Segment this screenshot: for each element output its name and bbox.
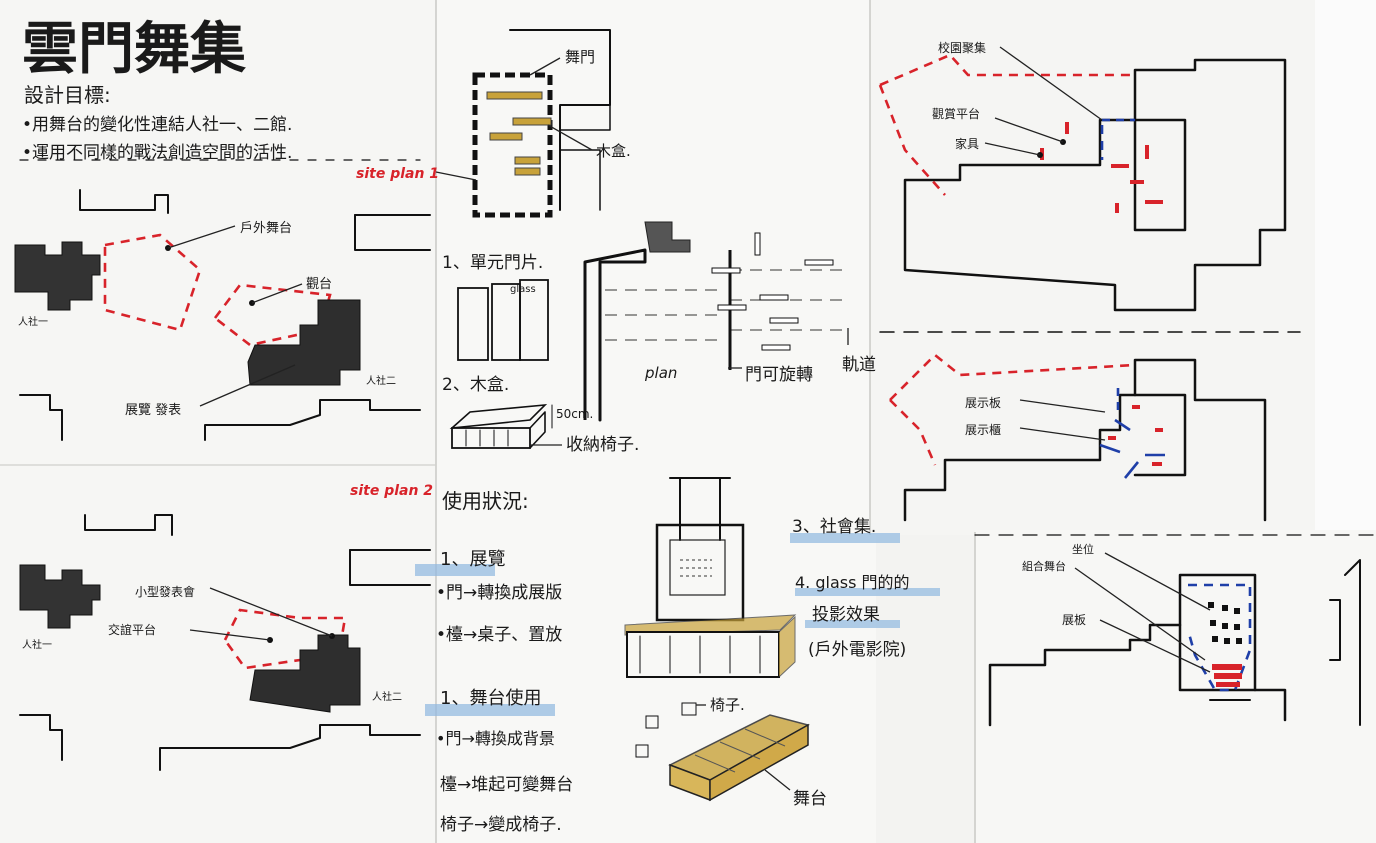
label-door-rotates: 門可旋轉: [745, 365, 813, 385]
note-item-4: 4. glass 門的的: [795, 573, 910, 592]
usage-exhibition-heading: 1、展覽: [440, 549, 505, 570]
item-wood-box: 2、木盒.: [442, 375, 509, 395]
right-diagram-bottom: 坐位 組合舞台 展板: [988, 542, 1361, 727]
center-sketches: 舞門 木盒. 1、單元門片. glass plan 門可旋轉 軌道: [415, 29, 940, 835]
goal-item-2: •運用不同樣的戰法創造空間的活性.: [22, 143, 292, 163]
usage-exhibition-line-1: •門→轉換成展版: [436, 583, 562, 603]
goals-heading: 設計目標:: [24, 83, 111, 107]
label-glass: glass: [510, 284, 536, 295]
item-door-panels: 1、單元門片.: [442, 253, 543, 273]
diagram-label-display-cabinet: 展示櫃: [965, 423, 1001, 437]
label-stage: 舞台: [793, 789, 827, 809]
annotation-social-platform: 交誼平台: [108, 622, 156, 637]
label-track: 軌道: [842, 355, 876, 375]
site-plan-2: site plan 2 小型發表會 交誼平台 人社一 人社二: [19, 483, 433, 771]
right-diagram-middle: 展示板 展示櫃: [889, 353, 1267, 522]
annotation-exhibition: 展覽 發表: [125, 403, 181, 418]
label-store-chairs: 收納椅子.: [566, 435, 639, 455]
page-title: 雲門舞集: [22, 17, 246, 82]
diagram-label-gathering: 校園聚集: [938, 40, 986, 55]
right-diagram-top: 校園聚集 觀賞平台 家具: [878, 40, 1287, 312]
goal-item-1: •用舞台的變化性連結人社一、二館.: [22, 115, 292, 135]
note-item-4b: 投影效果: [812, 605, 880, 625]
note-item-3: 3、社會集.: [792, 517, 876, 537]
label-50cm: 50cm.: [556, 407, 593, 421]
site-plan-2-label: site plan 2: [350, 483, 433, 499]
diagram-label-seats: 坐位: [1072, 542, 1094, 556]
annotation-small-presentation: 小型發表會: [135, 584, 195, 599]
usage-stage-line-1: •門→轉換成背景: [436, 729, 555, 748]
usage-stage-line-2: 檯→堆起可變舞台: [440, 775, 573, 795]
diagram-label-furniture: 家具: [955, 136, 979, 151]
label-dance-door: 舞門: [565, 48, 595, 66]
annotation-building-1b: 人社一: [22, 638, 52, 651]
diagram-label-viewing: 觀賞平台: [932, 106, 980, 121]
annotation-building-2: 人社二: [366, 374, 396, 387]
note-item-4c: (戶外電影院): [808, 640, 906, 660]
annotation-building-2b: 人社二: [372, 690, 402, 703]
annotation-viewing-deck: 觀台: [306, 277, 332, 292]
usage-stage-line-3: 椅子→變成椅子.: [440, 815, 562, 835]
usage-stage-heading: 1、舞台使用: [440, 688, 541, 709]
diagram-label-exhibit-board: 展板: [1062, 613, 1086, 627]
annotation-building-1: 人社一: [18, 315, 48, 328]
label-wood-box: 木盒.: [596, 142, 631, 160]
usage-exhibition-line-2: •檯→桌子、置放: [436, 625, 562, 645]
site-plan-1-label: site plan 1: [356, 166, 439, 182]
label-chair: 椅子.: [710, 696, 745, 714]
label-plan: plan: [644, 364, 677, 382]
usage-heading: 使用狀況:: [442, 489, 529, 513]
diagram-label-display-board: 展示板: [965, 396, 1001, 410]
annotation-outdoor-stage: 戶外舞台: [240, 221, 292, 236]
diagram-label-assembly-stage: 組合舞台: [1022, 559, 1066, 573]
site-plan-1: site plan 1 戶外舞台 觀台 展覽 發表 人社一 人社二: [14, 166, 439, 441]
